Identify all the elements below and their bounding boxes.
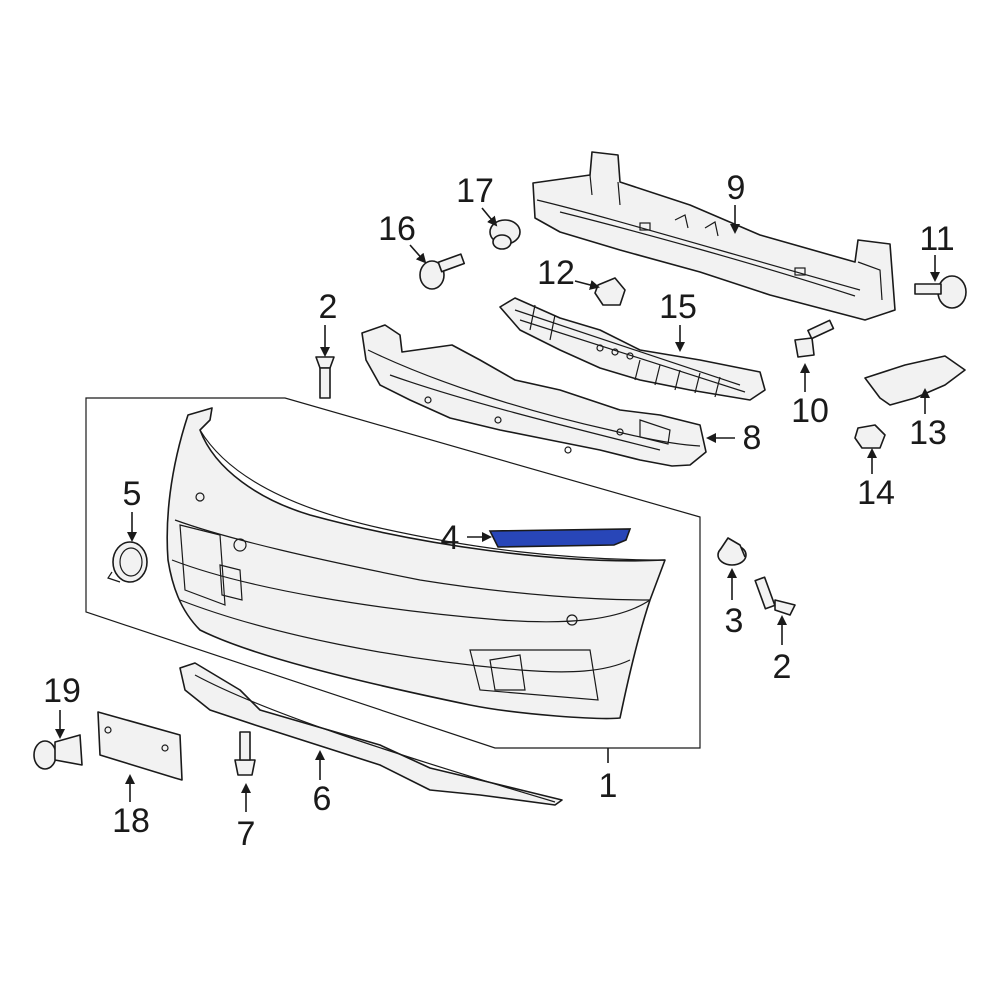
nut-12[interactable] bbox=[594, 277, 626, 306]
lower-spoiler[interactable] bbox=[179, 662, 563, 806]
bolt-2-lower[interactable] bbox=[754, 576, 796, 616]
callout-3: 3 bbox=[725, 602, 744, 640]
callout-17: 17 bbox=[456, 172, 494, 210]
callout-5: 5 bbox=[123, 475, 142, 513]
bolt-11[interactable] bbox=[914, 275, 967, 309]
side-bracket[interactable] bbox=[864, 355, 966, 406]
nut-14[interactable] bbox=[854, 424, 886, 449]
callout-18: 18 bbox=[112, 802, 150, 840]
leader-16 bbox=[409, 244, 427, 264]
callout-8: 8 bbox=[743, 419, 762, 457]
callout-6: 6 bbox=[313, 780, 332, 818]
reinforcement-beam[interactable] bbox=[532, 151, 896, 321]
nut-3[interactable] bbox=[717, 537, 747, 566]
bumper-cover-assembly-outline bbox=[85, 397, 701, 749]
callout-1: 1 bbox=[599, 767, 618, 805]
callout-2-lower: 2 bbox=[773, 648, 792, 686]
callout-14: 14 bbox=[857, 474, 895, 512]
callout-15: 15 bbox=[659, 288, 697, 326]
leader-12 bbox=[574, 280, 600, 290]
callout-4: 4 bbox=[441, 519, 460, 557]
bolt-2-upper[interactable] bbox=[315, 356, 335, 399]
grille-trim-strip[interactable] bbox=[488, 528, 632, 548]
callout-16: 16 bbox=[378, 210, 416, 248]
screw-7[interactable] bbox=[234, 731, 256, 776]
callout-11: 11 bbox=[919, 220, 954, 258]
push-pin-19[interactable] bbox=[33, 734, 83, 770]
callout-13: 13 bbox=[909, 414, 947, 452]
callout-12: 12 bbox=[537, 254, 575, 292]
bolt-10[interactable] bbox=[794, 319, 835, 358]
callout-10: 10 bbox=[791, 392, 829, 430]
callout-9: 9 bbox=[727, 169, 746, 207]
callout-19: 19 bbox=[43, 672, 81, 710]
license-plate-bracket[interactable] bbox=[97, 711, 183, 781]
callout-2-upper: 2 bbox=[319, 288, 338, 326]
callout-7: 7 bbox=[237, 815, 256, 853]
energy-absorber[interactable] bbox=[361, 324, 707, 467]
clip-17[interactable] bbox=[489, 219, 521, 250]
screw-16[interactable] bbox=[419, 253, 466, 290]
bumper-cover[interactable] bbox=[166, 407, 666, 720]
upper-grille-bracket[interactable] bbox=[499, 297, 766, 401]
leader-17 bbox=[481, 207, 498, 227]
fog-lamp-ring[interactable] bbox=[107, 541, 148, 583]
